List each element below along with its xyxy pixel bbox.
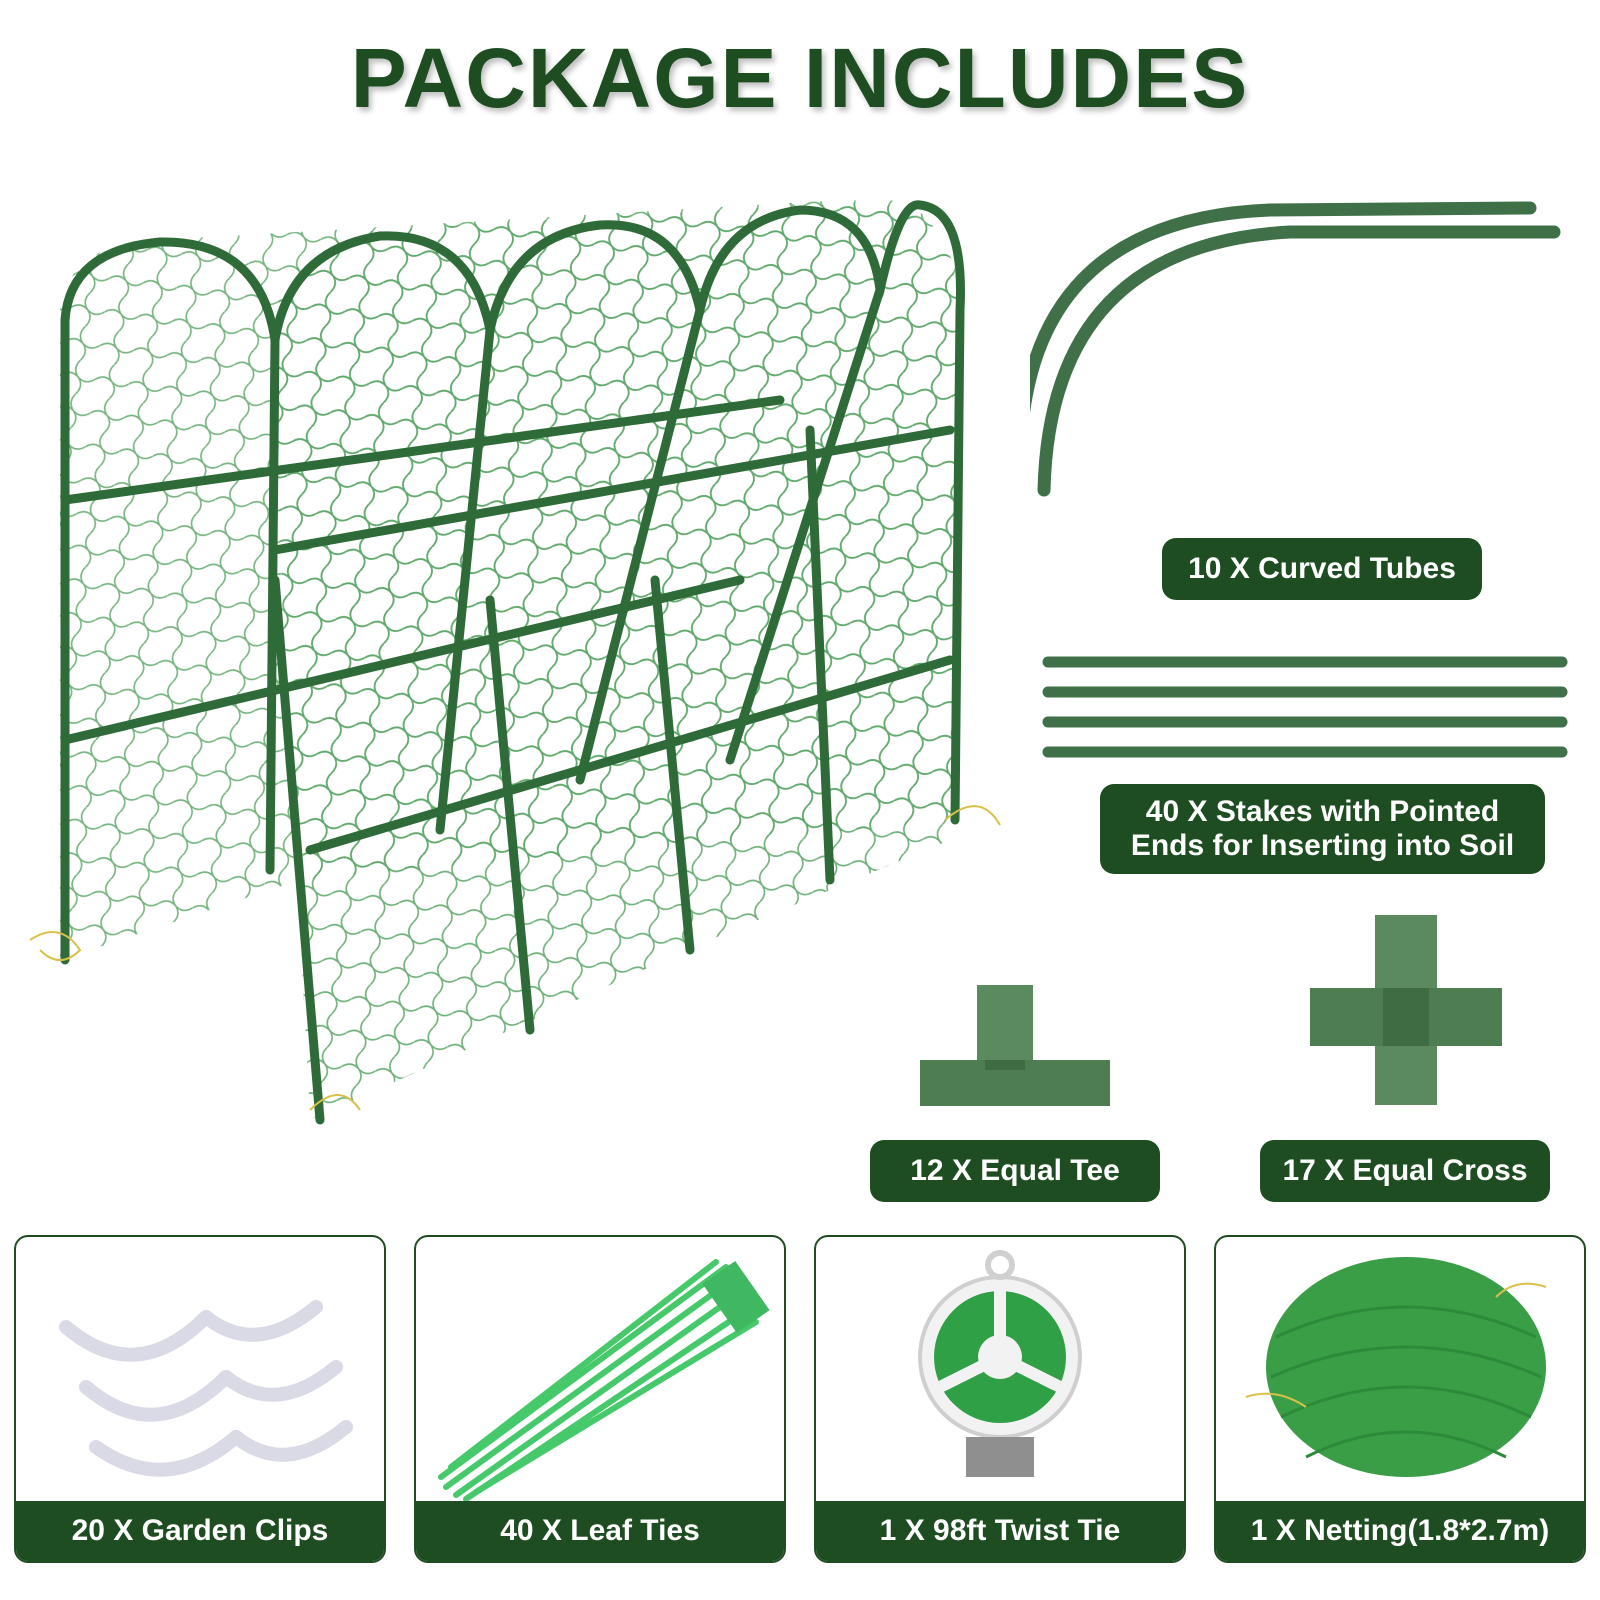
trellis-frame-illustration — [29, 200, 1001, 1125]
page-title: PACKAGE INCLUDES — [350, 31, 1250, 125]
card-label: 20 X Garden Clips — [16, 1501, 384, 1561]
leaf-ties-icon — [438, 1259, 770, 1502]
card-netting: 1 X Netting(1.8*2.7m) — [1214, 1235, 1586, 1563]
equal-cross-illustration — [1310, 915, 1502, 1105]
card-label: 1 X Netting(1.8*2.7m) — [1216, 1501, 1584, 1561]
equal-tee-label: 12 X Equal Tee — [870, 1140, 1160, 1202]
stakes-label-line2: Ends for Inserting into Soil — [1130, 829, 1515, 862]
card-twist-tie: 1 X 98ft Twist Tie — [814, 1235, 1186, 1563]
netting-bundle-icon — [1245, 1257, 1547, 1477]
stakes-label-line1: 40 X Stakes with Pointed — [1145, 795, 1500, 828]
equal-tee-illustration — [920, 985, 1110, 1106]
card-garden-clips: 20 X Garden Clips — [14, 1235, 386, 1563]
stakes-label: 40 X Stakes with Pointed Ends for Insert… — [1100, 784, 1545, 874]
curved-tubes-illustration — [1030, 201, 1561, 497]
garden-clips-icon — [59, 1300, 353, 1477]
card-leaf-ties: 40 X Leaf Ties — [414, 1235, 786, 1563]
curved-tubes-label: 10 X Curved Tubes — [1162, 538, 1482, 600]
card-label: 40 X Leaf Ties — [416, 1501, 784, 1561]
card-label: 1 X 98ft Twist Tie — [816, 1501, 1184, 1561]
equal-cross-label: 17 X Equal Cross — [1260, 1140, 1550, 1202]
twist-tie-reel-icon — [918, 1250, 1082, 1477]
stakes-illustration — [1042, 656, 1568, 758]
